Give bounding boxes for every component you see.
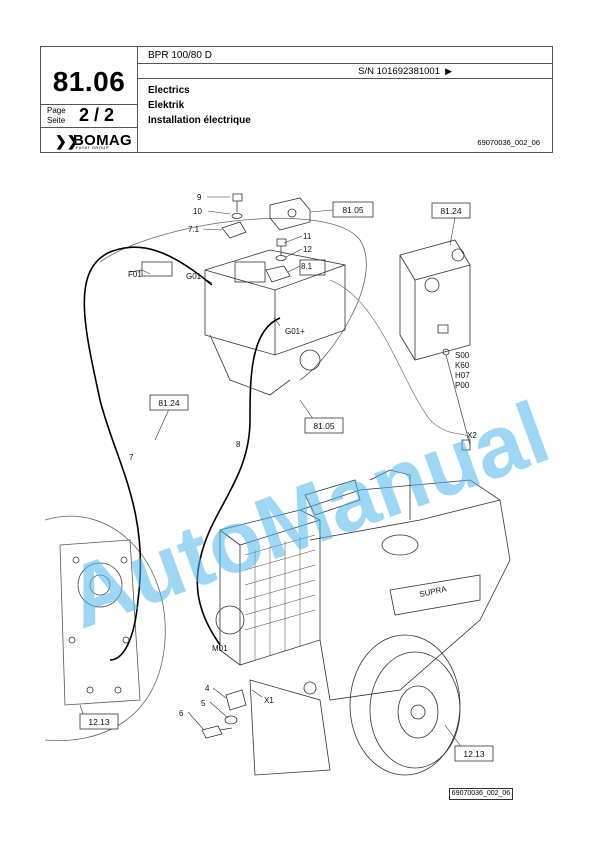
callout-g01-minus: G01- [186, 272, 204, 281]
callout-7-1: 7.1 [188, 225, 200, 234]
logo-sub: FAYAT GROUP [76, 145, 109, 150]
divider [137, 47, 138, 152]
serial-number: S/N 101692381001 [358, 66, 440, 77]
callout-4: 4 [205, 684, 210, 693]
bomag-mark-icon: ❯❯ [55, 133, 79, 149]
callout-10: 10 [193, 207, 202, 216]
title-block: 81.06 Page Seite 2 / 2 ❯❯ BOMAG FAYAT GR… [40, 46, 553, 153]
ref-box-81-24: 81.24 [440, 206, 462, 216]
callout-5: 5 [201, 699, 206, 708]
page-label-de: Seite [47, 116, 66, 125]
ref-box-81-05: 81.05 [342, 205, 364, 215]
callout-12: 12 [303, 245, 312, 254]
callout-6: 6 [179, 709, 184, 718]
callout-h07: H07 [455, 371, 470, 380]
callout-g01-plus: G01+ [285, 327, 305, 336]
footer-reference: 69070036_002_06 [449, 788, 513, 800]
callout-7: 7 [129, 453, 134, 462]
divider [137, 78, 552, 79]
play-arrow-icon: ▶ [445, 66, 452, 76]
callout-8: 8 [236, 440, 241, 449]
engine-brand-plate: SUPRA [419, 584, 448, 599]
page-number: 2 / 2 [79, 105, 115, 125]
callout-x1: X1 [264, 696, 274, 705]
callout-f01: F01 [128, 270, 142, 279]
callout-11: 11 [303, 232, 312, 241]
divider [41, 127, 137, 128]
callout-x2: X2 [467, 431, 477, 440]
title-french: Installation électrique [148, 115, 251, 126]
divider [41, 104, 137, 105]
ref-box-81-05: 81.05 [313, 421, 335, 431]
section-number: 81.06 [52, 66, 126, 97]
divider [137, 63, 552, 64]
callout-8-1: 8.1 [301, 262, 313, 271]
doc-reference: 69070036_002_06 [477, 138, 540, 147]
callout-k60: K60 [455, 361, 470, 370]
title-english: Electrics [148, 85, 190, 96]
logo-brand: BOMAG [73, 132, 132, 149]
model-name: BPR 100/80 D [148, 50, 212, 61]
callout-s00: S00 [455, 351, 470, 360]
callout-9: 9 [197, 193, 202, 202]
ref-box-12-13: 12.13 [88, 717, 110, 727]
callout-p00: P00 [455, 381, 470, 390]
ref-box-12-13: 12.13 [463, 749, 485, 759]
ref-box-81-24: 81.24 [158, 398, 180, 408]
bomag-logo: ❯❯ BOMAG FAYAT GROUP [51, 131, 132, 151]
title-german: Elektrik [148, 100, 185, 111]
page-label: Page Seite [47, 106, 66, 126]
page-label-en: Page [47, 106, 66, 115]
callout-m01: M01 [212, 644, 228, 653]
